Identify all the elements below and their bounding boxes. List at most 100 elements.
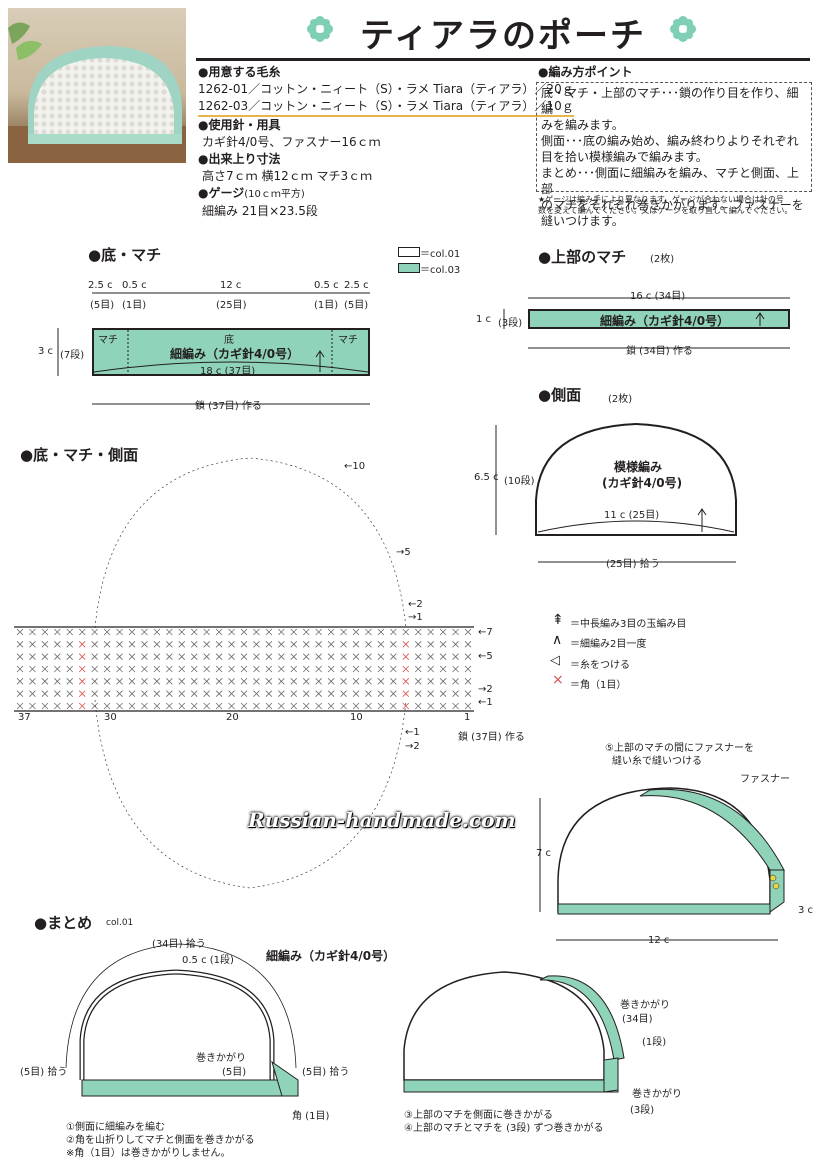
stitch-cross bbox=[439, 653, 447, 660]
stitch-cross bbox=[439, 641, 447, 648]
zipper-height: 7 c bbox=[536, 848, 552, 859]
stitch-cross bbox=[315, 628, 322, 636]
finish-note: ①側面に細編みを編む bbox=[66, 1122, 165, 1133]
stitch-cross bbox=[116, 702, 123, 710]
stitch-cross bbox=[464, 702, 472, 710]
stitch-cross bbox=[78, 628, 86, 636]
finish-col: col.01 bbox=[106, 918, 134, 928]
stitch-cross bbox=[327, 628, 335, 636]
finish-pick5-right: (5目) 拾う bbox=[302, 1067, 350, 1078]
stitch-cross bbox=[41, 653, 49, 660]
stitch-cross bbox=[103, 678, 111, 685]
symbol-desc: ＝中長編み3目の玉編み目 bbox=[570, 619, 687, 630]
stitch-cross bbox=[153, 690, 161, 697]
stitch-cross bbox=[390, 653, 397, 660]
finish-title: ●まとめ bbox=[34, 914, 93, 932]
corner-symbol-icon: × bbox=[552, 672, 564, 688]
stitch-cross bbox=[402, 653, 410, 660]
stitch-cross bbox=[464, 665, 472, 673]
stitch-cross bbox=[352, 653, 360, 660]
top-gusset-rows: (3段) bbox=[498, 318, 523, 329]
points-line: みを編みます。 bbox=[541, 118, 624, 132]
yarn-heading: ●用意する毛糸 bbox=[198, 65, 281, 79]
top-gusset-rect bbox=[528, 309, 790, 329]
stitch-cross bbox=[265, 690, 273, 697]
stitch-cross bbox=[116, 641, 123, 648]
stitch-cross bbox=[464, 628, 472, 636]
stitch-cross bbox=[439, 690, 447, 697]
finish-stitch: 細編み（カギ針4/0号） bbox=[266, 949, 396, 963]
top-gusset-arrow bbox=[755, 312, 765, 326]
stitch-cross bbox=[203, 702, 210, 710]
stitch-cross bbox=[78, 641, 86, 648]
side-rows: (10段) bbox=[504, 476, 535, 487]
stitch-cross bbox=[240, 665, 248, 673]
stitch-cross bbox=[365, 665, 372, 673]
side-title: ●側面 bbox=[538, 386, 582, 404]
stitch-cross bbox=[166, 690, 173, 697]
stitch-cross bbox=[228, 665, 235, 673]
stitch-cross bbox=[452, 690, 459, 697]
stitch-cross bbox=[327, 690, 335, 697]
stitch-cross bbox=[178, 653, 186, 660]
stitch-cross bbox=[439, 702, 447, 710]
stitch-cross bbox=[29, 665, 36, 673]
bottom-stitch: (25目) bbox=[216, 300, 247, 311]
stitch-cross bbox=[141, 641, 148, 648]
stitch-cross bbox=[240, 641, 248, 648]
stitch-cross bbox=[414, 628, 422, 636]
stitch-cross bbox=[66, 628, 74, 636]
stitch-cross bbox=[54, 702, 61, 710]
finish-maki3a: 巻きかがり bbox=[632, 1089, 682, 1100]
stitch-cross bbox=[190, 641, 198, 648]
stitch-cross bbox=[178, 678, 186, 685]
stitch-cross bbox=[141, 690, 148, 697]
stitch-cross bbox=[390, 702, 397, 710]
bottom-dim: 0.5 c bbox=[122, 280, 147, 291]
bottom-dim: 0.5 c bbox=[314, 280, 339, 291]
points-line: 側面･･･底の編み始め、編み終わりよりそれぞれ bbox=[541, 134, 799, 148]
stitch-cross bbox=[215, 641, 223, 648]
bottom-dim: 2.5 c bbox=[344, 280, 369, 291]
stitch-cross bbox=[91, 653, 98, 660]
stitch-cross bbox=[390, 665, 397, 673]
stitch-cross bbox=[103, 690, 111, 697]
top-gusset-title: ●上部のマチ bbox=[538, 248, 627, 266]
zipper-note-1: ⑤上部のマチの間にファスナーを bbox=[605, 743, 754, 754]
stitch-cross bbox=[352, 628, 360, 636]
symbol-desc: ＝角（1目） bbox=[570, 680, 627, 691]
stitch-cross bbox=[340, 678, 347, 685]
stitch-cross bbox=[377, 702, 385, 710]
points-line: まとめ･･･側面に細編みを編み、マチと側面、上部 bbox=[541, 166, 800, 196]
stitch-cross bbox=[253, 702, 260, 710]
stitch-cross bbox=[427, 665, 434, 673]
size-text: 高さ7ｃｍ 横12ｃｍ マチ3ｃｍ bbox=[202, 169, 373, 183]
stitch-cross bbox=[414, 678, 422, 685]
stitch-cross bbox=[178, 665, 186, 673]
stitch-cross bbox=[54, 678, 61, 685]
stitch-cross bbox=[128, 628, 136, 636]
bottom-title: ●底・マチ bbox=[88, 246, 162, 264]
row-label: ←1 bbox=[405, 727, 420, 738]
stitch-cross bbox=[302, 641, 310, 648]
stitch-cross bbox=[228, 690, 235, 697]
stitch-cross bbox=[203, 653, 210, 660]
stitch-cross bbox=[91, 702, 98, 710]
row-label: →1 bbox=[408, 612, 423, 623]
stitch-cross bbox=[103, 653, 111, 660]
finish-note2: ③上部のマチを側面に巻きかがる bbox=[404, 1110, 553, 1121]
stitch-cross bbox=[427, 690, 434, 697]
stitch-cross bbox=[278, 678, 285, 685]
stitch-cross bbox=[203, 628, 210, 636]
bottom-soko: 底 bbox=[224, 335, 234, 346]
top-gusset-count: (2枚) bbox=[650, 254, 675, 265]
stitch-cross bbox=[365, 653, 372, 660]
stitch-cross bbox=[190, 653, 198, 660]
stitch-cross bbox=[116, 690, 123, 697]
stitch-cross bbox=[402, 690, 410, 697]
stitch-cross bbox=[16, 665, 24, 673]
stitch-cross bbox=[290, 702, 298, 710]
stitch-cross bbox=[352, 665, 360, 673]
stitch-cross bbox=[41, 678, 49, 685]
stitch-cross bbox=[66, 690, 74, 697]
